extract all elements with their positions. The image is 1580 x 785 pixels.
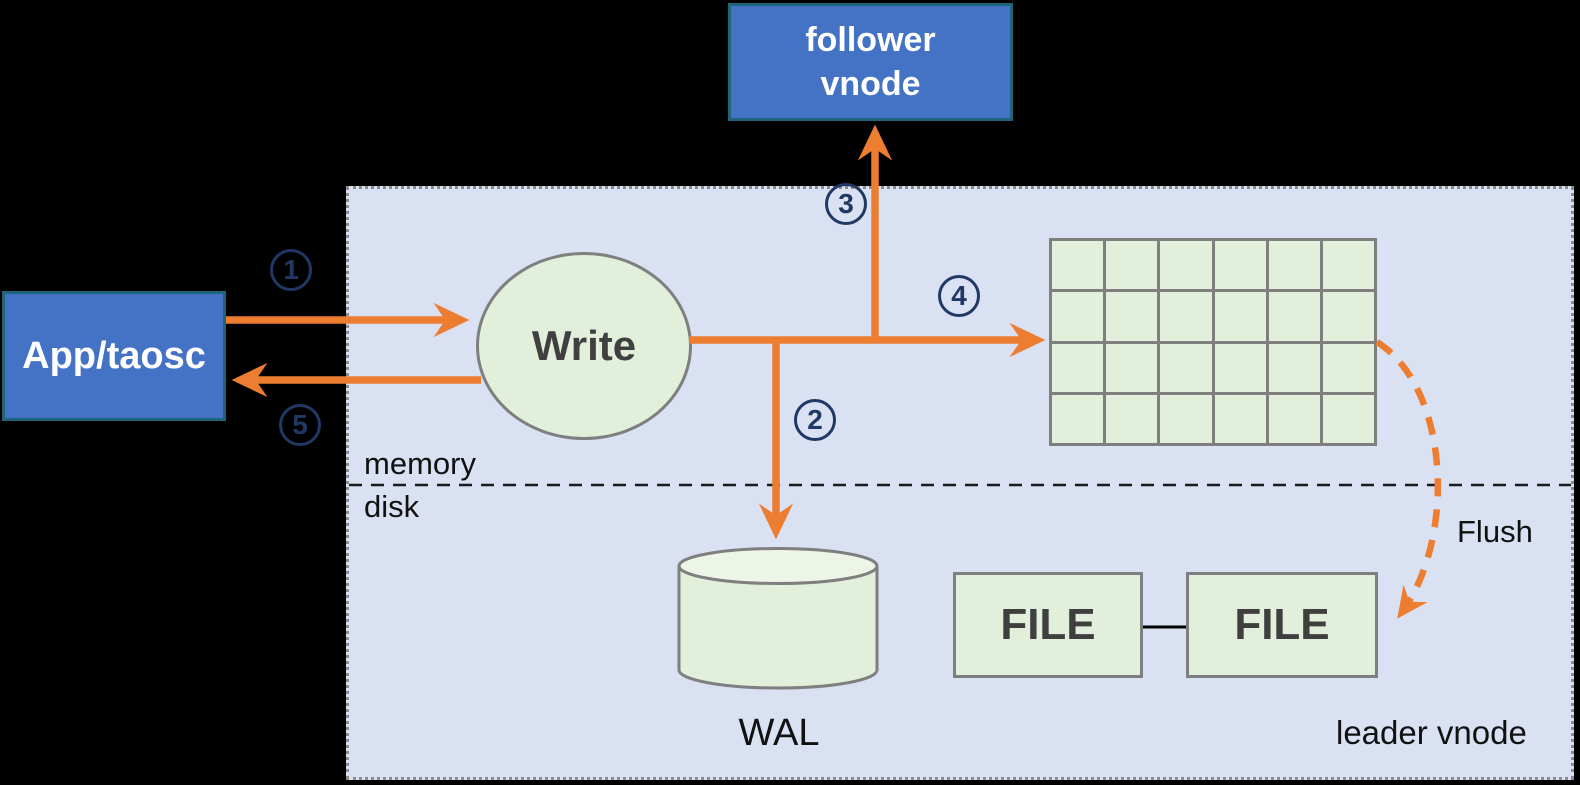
step-badge-3: 3 (825, 183, 867, 225)
write-label: Write (531, 322, 637, 369)
step-badge-5: 5 (279, 404, 321, 446)
grid-cell (1322, 394, 1374, 443)
follower-vnode-label-line2: vnode (820, 65, 921, 103)
grid-cell (1214, 394, 1266, 443)
grid-cell (1106, 241, 1158, 290)
grid-cell (1160, 292, 1212, 341)
app-taosc-label: App/taosc (22, 334, 206, 377)
memtable-grid (1049, 238, 1377, 446)
grid-cell (1322, 241, 1374, 290)
disk-label: disk (364, 489, 420, 524)
file-1-label: FILE (1000, 600, 1096, 649)
file-2-label: FILE (1234, 600, 1330, 649)
wal-cylinder-body (677, 566, 879, 690)
write-circle: Write (476, 252, 692, 440)
grid-cell (1322, 292, 1374, 341)
follower-vnode-label-line1: follower (805, 21, 936, 59)
follower-vnode-box: follower vnode (728, 3, 1013, 121)
grid-cell (1052, 292, 1104, 341)
file-box-2: FILE (1186, 572, 1378, 678)
grid-cell (1160, 241, 1212, 290)
grid-cell (1106, 292, 1158, 341)
grid-cell (1268, 394, 1320, 443)
flush-label: Flush (1457, 514, 1533, 549)
step-badge-2: 2 (794, 399, 836, 441)
grid-cell (1322, 343, 1374, 392)
grid-cell (1052, 394, 1104, 443)
grid-cell (1268, 241, 1320, 290)
grid-cell (1268, 292, 1320, 341)
grid-cell (1106, 394, 1158, 443)
grid-cell (1214, 292, 1266, 341)
step-badge-4: 4 (938, 275, 980, 317)
wal-label: WAL (738, 712, 820, 754)
leader-vnode-label: leader vnode (1336, 714, 1527, 751)
grid-cell (1214, 241, 1266, 290)
app-taosc-box: App/taosc (2, 291, 226, 421)
grid-cell (1160, 343, 1212, 392)
grid-cell (1214, 343, 1266, 392)
wal-cylinder-top (677, 547, 879, 585)
grid-cell (1052, 343, 1104, 392)
grid-cell (1052, 241, 1104, 290)
step-badge-1: 1 (270, 249, 312, 291)
grid-cell (1160, 394, 1212, 443)
grid-cell (1106, 343, 1158, 392)
wal-cylinder-icon (677, 547, 879, 690)
grid-cell (1268, 343, 1320, 392)
file-box-1: FILE (953, 572, 1143, 678)
memory-label: memory (364, 446, 476, 481)
